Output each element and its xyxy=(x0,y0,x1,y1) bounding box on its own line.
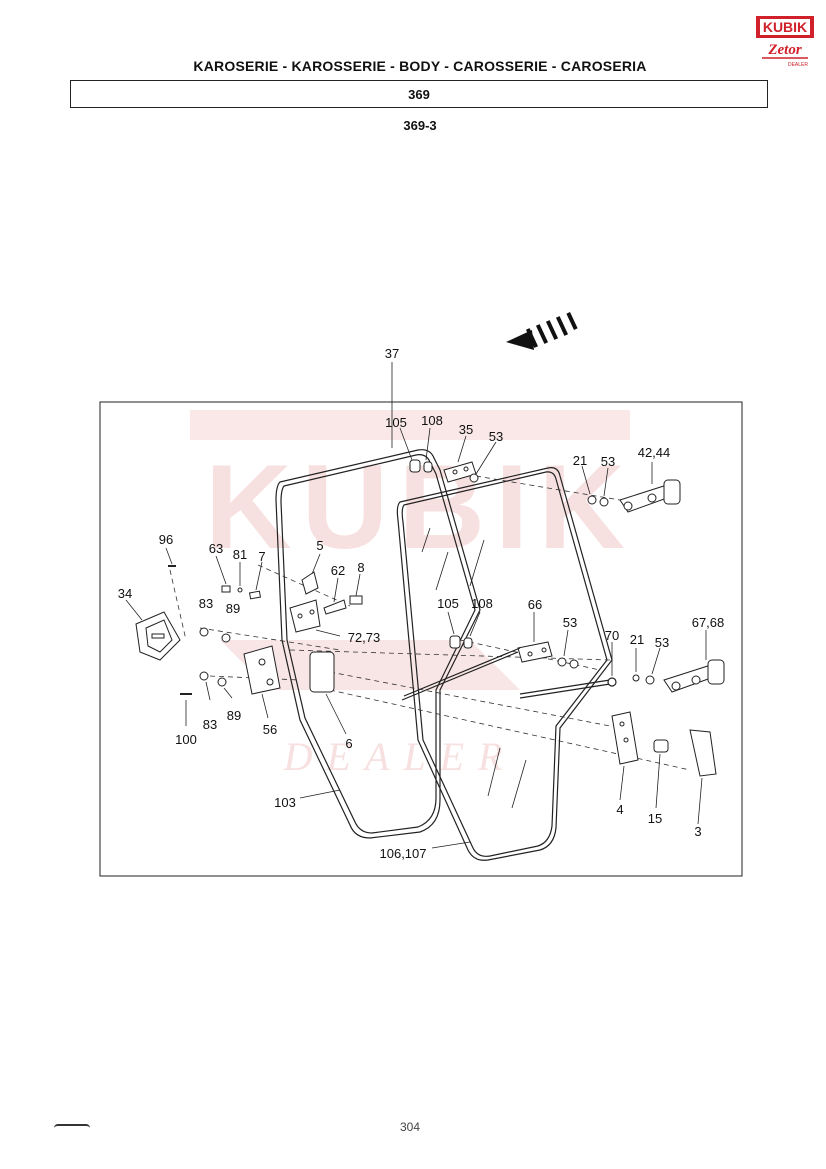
label-108-lower: 108 xyxy=(471,596,493,611)
upper-hinge xyxy=(409,459,681,513)
glass-door xyxy=(396,467,613,861)
footer-mark xyxy=(54,1124,90,1136)
label-89-lower: 89 xyxy=(227,708,241,723)
label-53-lower-right: 53 xyxy=(655,635,669,650)
label-37: 37 xyxy=(385,346,399,361)
label-103: 103 xyxy=(274,795,296,810)
label-3: 3 xyxy=(694,824,701,839)
label-83-upper: 83 xyxy=(199,596,213,611)
label-96: 96 xyxy=(159,532,173,547)
door-frame xyxy=(275,449,481,839)
label-5: 5 xyxy=(316,538,323,553)
leader-lines xyxy=(125,362,707,849)
gas-strut xyxy=(401,647,617,701)
group-code: 369 xyxy=(408,86,430,102)
label-4: 4 xyxy=(616,802,623,817)
door-handle-parts xyxy=(611,711,717,777)
watermark-text: KUBIK xyxy=(205,440,635,574)
label-67-68: 67,68 xyxy=(692,615,725,630)
label-53-lower-left: 53 xyxy=(563,615,577,630)
label-56: 56 xyxy=(263,722,277,737)
label-53-upper-left: 53 xyxy=(489,429,503,444)
label-105-upper: 105 xyxy=(385,415,407,430)
label-21-upper: 21 xyxy=(573,453,587,468)
label-105-lower: 105 xyxy=(437,596,459,611)
page-title: KAROSERIE - KAROSSERIE - BODY - CAROSSER… xyxy=(193,58,647,74)
label-8: 8 xyxy=(357,560,364,575)
diagram-frame xyxy=(99,401,743,877)
group-code-box: 369 xyxy=(70,80,768,108)
label-72-73: 72,73 xyxy=(348,630,381,645)
label-89-upper: 89 xyxy=(226,601,240,616)
label-66: 66 xyxy=(528,597,542,612)
logo-text-top: KUBIK xyxy=(763,19,807,35)
lower-hinge xyxy=(449,635,725,693)
logo-text-small: DEALER xyxy=(788,62,808,68)
lock-parts xyxy=(135,565,363,695)
label-62: 62 xyxy=(331,563,345,578)
label-81: 81 xyxy=(233,547,247,562)
label-6: 6 xyxy=(345,736,352,751)
kubik-zetor-logo: KUBIK Zetor DEALER xyxy=(756,16,814,68)
page-number: 304 xyxy=(400,1120,421,1134)
label-108-upper: 108 xyxy=(421,413,443,428)
label-100: 100 xyxy=(175,732,197,747)
label-34: 34 xyxy=(118,586,132,601)
label-83-lower: 83 xyxy=(203,717,217,732)
subgroup-code: 369-3 xyxy=(403,118,437,133)
direction-arrow-icon xyxy=(506,311,578,350)
label-53-upper-right: 53 xyxy=(601,454,615,469)
label-106-107: 106,107 xyxy=(380,846,427,861)
watermark-subtext: DEALER xyxy=(283,734,517,779)
label-42-44: 42,44 xyxy=(638,445,671,460)
logo-text-bottom: Zetor xyxy=(767,42,801,58)
label-15: 15 xyxy=(648,811,662,826)
label-7: 7 xyxy=(258,549,265,564)
label-63: 63 xyxy=(209,541,223,556)
watermark: KUBIK DEALER xyxy=(190,410,635,779)
label-70: 70 xyxy=(605,628,619,643)
label-35: 35 xyxy=(459,422,473,437)
label-21-lower: 21 xyxy=(630,632,644,647)
